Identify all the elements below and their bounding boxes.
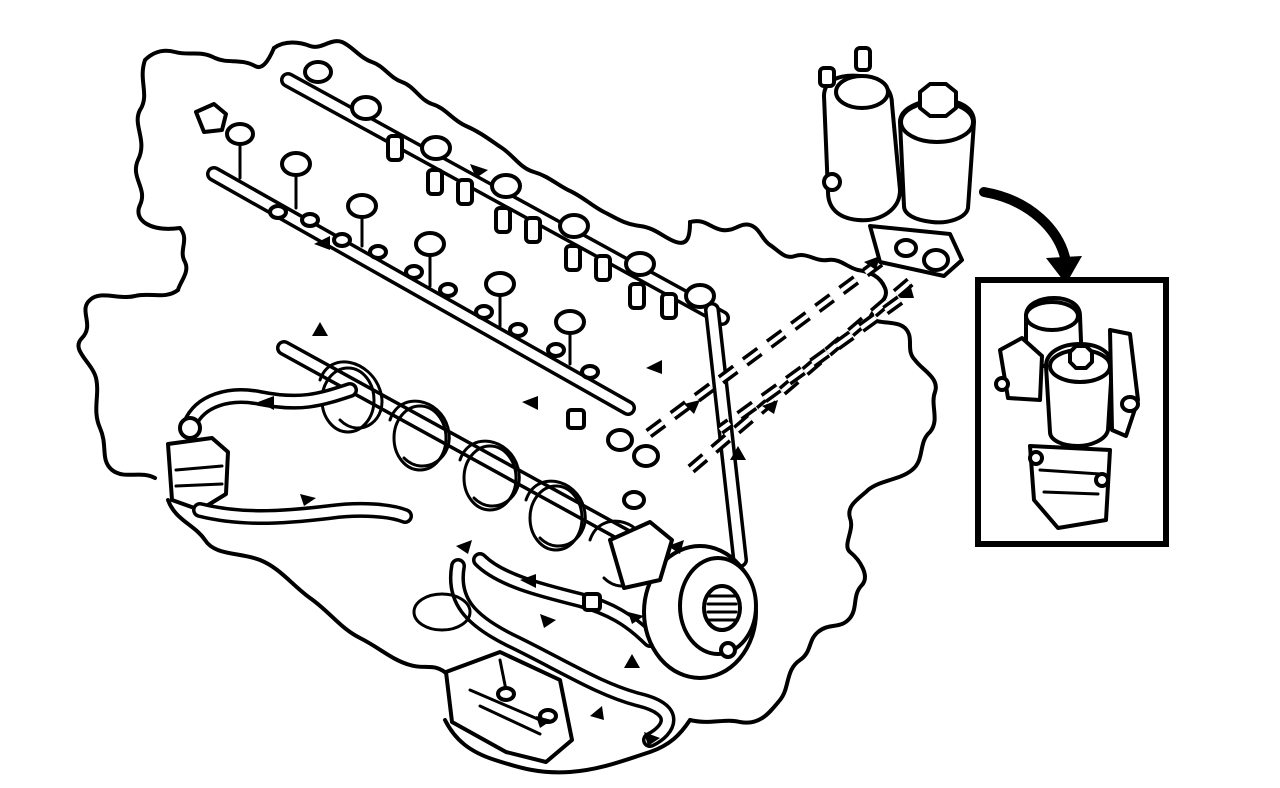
- inset-filter-illustration: [994, 296, 1140, 530]
- flow-arrow: [522, 396, 538, 410]
- flow-arrow: [540, 614, 556, 628]
- flow-arrow: [628, 612, 644, 624]
- flow-arrow: [646, 360, 662, 374]
- flow-arrow: [536, 716, 552, 728]
- rear-injectors: [303, 60, 716, 320]
- flow-arrow: [312, 322, 328, 336]
- hose-loop: [412, 592, 472, 632]
- flow-arrow: [590, 706, 604, 720]
- pressure-regulator: [566, 408, 660, 612]
- flow-arrow: [314, 236, 330, 250]
- flow-arrow: [900, 284, 914, 298]
- engine-block-lower-outline: [443, 316, 938, 775]
- engine-block-right-outline: [688, 219, 888, 320]
- left-pump-assembly: [166, 416, 230, 512]
- flow-arrow: [520, 574, 536, 588]
- flow-arrow: [864, 256, 880, 270]
- flow-arrow: [470, 164, 488, 178]
- inset-detail-box: [975, 277, 1169, 547]
- flow-arrow: [762, 400, 778, 414]
- flow-arrow: [300, 494, 316, 506]
- flow-arrow: [258, 396, 274, 410]
- fuel-filter-reservoir: [818, 46, 976, 278]
- flow-arrow: [644, 732, 660, 746]
- engine-head-outline: [272, 39, 692, 245]
- flow-arrow: [730, 446, 746, 460]
- connector-block: [444, 650, 574, 764]
- front-injectors: [194, 102, 600, 380]
- flow-arrow: [668, 540, 684, 554]
- inset-pointer-arrowhead: [1046, 256, 1082, 284]
- flow-arrow: [684, 400, 700, 414]
- inset-pointer-arrow: [979, 187, 1071, 267]
- flow-arrow: [456, 540, 472, 554]
- flow-arrows: [258, 164, 914, 746]
- flow-arrow: [624, 654, 640, 668]
- high-pressure-pump: [608, 490, 758, 680]
- engine-block-outline: [76, 46, 450, 677]
